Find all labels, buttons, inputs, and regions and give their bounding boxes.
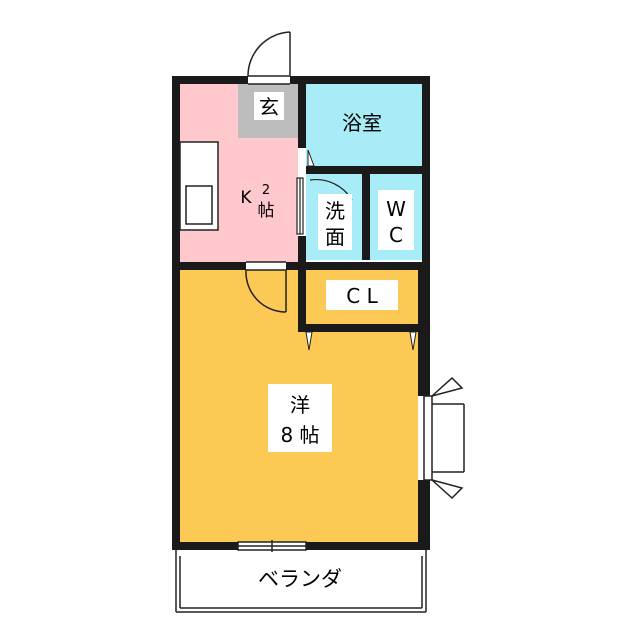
bath-label: 浴室 [342, 111, 382, 135]
closet-marker-left [305, 331, 313, 351]
veranda-label: ベランダ [258, 567, 342, 591]
senmen-label-2: 面 [325, 225, 345, 249]
bath-area [306, 84, 422, 166]
western-label-bg [268, 384, 332, 452]
closet-marker-right [409, 331, 417, 351]
wc-label-bg [378, 190, 414, 250]
senmen-label-1: 洗 [325, 199, 345, 223]
western-room-door [245, 261, 287, 313]
kitchen-counter [179, 141, 219, 231]
closet-label-bg [326, 280, 398, 310]
veranda-window [237, 540, 307, 552]
kitchen-label-unit: 帖 [258, 201, 275, 221]
genkan-label-bg [254, 92, 284, 120]
senmen-sliding-door [296, 177, 304, 235]
senmen-label-bg [318, 194, 352, 250]
wc-label-2: C [389, 223, 403, 247]
entrance-door [247, 31, 291, 85]
side-window [423, 376, 465, 500]
western-label-2: 8 帖 [280, 423, 319, 447]
kitchen-label-k: K [240, 188, 252, 208]
bath-door-marker [307, 149, 315, 167]
closet-label: C L [346, 284, 378, 308]
wc-label-1: W [386, 197, 406, 221]
walls [172, 76, 430, 550]
kitchen-label-size: 2 [262, 183, 270, 198]
veranda-outline [175, 550, 427, 613]
genkan-label: 玄 [259, 95, 279, 119]
western-label-1: 洋 [290, 393, 310, 417]
